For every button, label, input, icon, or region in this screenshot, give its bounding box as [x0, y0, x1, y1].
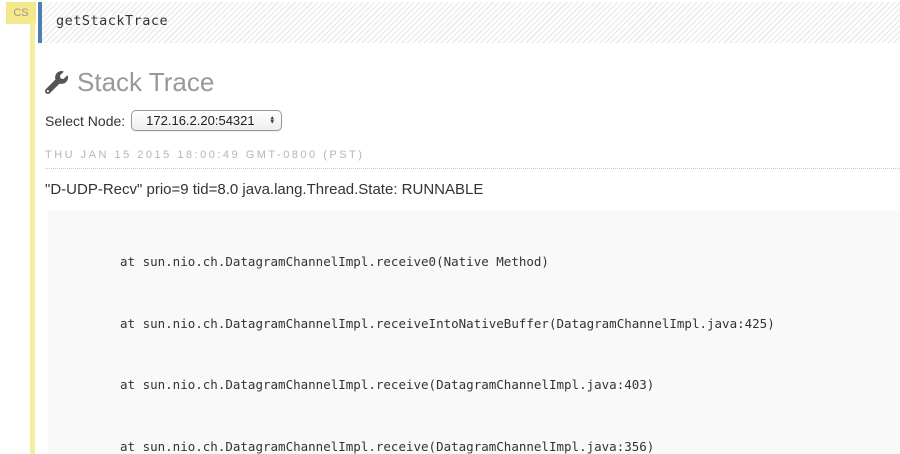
stack-trace-block: at sun.nio.ch.DatagramChannelImpl.receiv…	[48, 210, 900, 454]
output-title: Stack Trace	[45, 67, 900, 98]
cell-guide-line	[30, 22, 35, 454]
output-timestamp: THU JAN 15 2015 18:00:49 GMT-0800 (PST)	[45, 149, 900, 169]
select-node-row: Select Node: 172.16.2.20:54321 ▲▼	[45, 110, 900, 131]
stack-frame: at sun.nio.ch.DatagramChannelImpl.receiv…	[120, 438, 655, 454]
cell-type-badge: CS	[6, 2, 36, 24]
thread-header: "D-UDP-Recv" prio=9 tid=8.0 java.lang.Th…	[45, 181, 484, 198]
thread-section: "D-UDP-Recv" prio=9 tid=8.0 java.lang.Th…	[45, 181, 900, 454]
wrench-icon	[45, 71, 68, 94]
stack-frame: at sun.nio.ch.DatagramChannelImpl.receiv…	[120, 377, 655, 392]
stack-frame: at sun.nio.ch.DatagramChannelImpl.receiv…	[120, 254, 549, 269]
node-select[interactable]: 172.16.2.20:54321	[131, 110, 283, 131]
output-title-text: Stack Trace	[77, 67, 215, 97]
select-node-label: Select Node:	[45, 112, 126, 129]
code-cell-input[interactable]: getStackTrace	[38, 2, 900, 43]
cell-output: Stack Trace Select Node: 172.16.2.20:543…	[45, 43, 900, 454]
node-select-wrap: 172.16.2.20:54321 ▲▼	[131, 110, 283, 131]
code-cell-text: getStackTrace	[56, 13, 169, 29]
stack-frame: at sun.nio.ch.DatagramChannelImpl.receiv…	[120, 315, 775, 331]
